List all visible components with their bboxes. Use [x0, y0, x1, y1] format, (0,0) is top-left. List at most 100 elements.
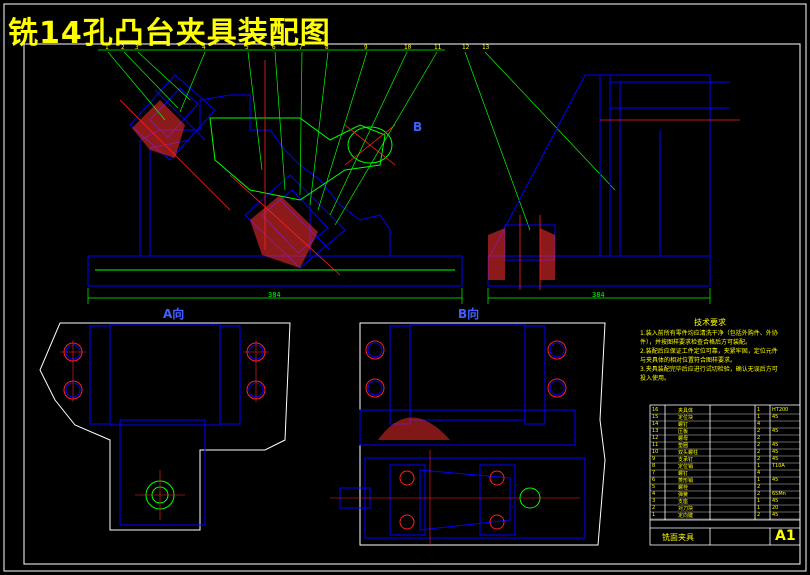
bom-cell: 14 [652, 421, 659, 427]
bom-cell: 2 [757, 428, 761, 434]
bom-cell: 13 [652, 428, 659, 434]
bom-cell: 45 [772, 428, 779, 434]
callout-number: 13 [482, 44, 490, 51]
bom-cell: 9 [652, 456, 656, 462]
bom-cell: 2 [757, 435, 761, 441]
bom-cell: 螺钉 [678, 471, 689, 477]
notes-heading: 技术要求 [694, 318, 726, 327]
bom-cell: 定位销 [678, 464, 694, 470]
bom-cell: 11 [652, 442, 659, 448]
callout-number: 4 [202, 44, 206, 51]
bom-cell: 8 [652, 463, 656, 469]
bom-cell: 2 [757, 442, 761, 448]
title-block-name: 铣面夹具 [662, 533, 694, 542]
dimension-side-width: 384 [592, 291, 605, 299]
bom-cell: 4 [757, 470, 761, 476]
bom-cell: 4 [757, 421, 761, 427]
bom-cell: 16 [652, 407, 659, 413]
bom-cell: 1 [757, 477, 761, 483]
title-block-lines [649, 404, 801, 546]
center-lines [119, 60, 396, 276]
bom-cell: 菱形销 [678, 478, 694, 484]
callout-number: 7 [299, 44, 303, 51]
side-dimension [487, 288, 711, 304]
note-2: 2.装配后应保证工件定位可靠，夹紧牢固，定位元件与夹具体的相对位置符合图样要求。 [640, 348, 778, 364]
callout-number: 6 [272, 44, 276, 51]
bom-cell: 45 [772, 414, 779, 420]
note-3: 3.夹具装配完毕后应进行试切检验，确认无误后方可投入使用。 [640, 366, 778, 382]
callout-number: 10 [404, 44, 412, 51]
bom-cell: 1 [757, 463, 761, 469]
bom-cell: 5 [652, 484, 656, 490]
bom-cell: 12 [652, 435, 659, 441]
bom-cell: 1 [757, 414, 761, 420]
bom-cell: 支座 [678, 499, 689, 505]
bom-cell: 螺钉 [678, 422, 689, 428]
bom-cell: 15 [652, 414, 659, 420]
bom-cell: 45 [772, 512, 779, 518]
bom-cell: 1 [652, 512, 656, 518]
view-b-label: B向 [458, 307, 480, 321]
callout-number: 8 [325, 44, 329, 51]
bom-cell: 螺母 [678, 436, 689, 442]
bom-cell: 弹簧 [678, 492, 689, 498]
bom-cell: 45 [772, 456, 779, 462]
workpiece-outline [209, 117, 393, 201]
bom-cell: 螺栓 [678, 485, 689, 491]
bom-cell: 对刀块 [678, 506, 694, 512]
bom-cell: 20 [772, 505, 779, 511]
callout-number: 1 [105, 44, 109, 51]
bom-cell: 7 [652, 470, 656, 476]
inner-border [23, 43, 801, 565]
technical-requirements: 技术要求 1.装入前所有零件均应清洗干净（包括外购件、外协件），并按图样要求检查… [640, 318, 780, 383]
note-1: 1.装入前所有零件均应清洗干净（包括外购件、外协件），并按图样要求检查合格后方可… [640, 330, 778, 346]
bom-cell: 45 [772, 449, 779, 455]
view-b-hatch [378, 417, 450, 440]
bom-cell: 2 [757, 484, 761, 490]
bom-cell: 2 [757, 449, 761, 455]
bom-cell: 2 [757, 456, 761, 462]
bom-cell: 10 [652, 449, 659, 455]
bom-cell: 夹具体 [678, 408, 694, 414]
bom-cell: 双头螺柱 [678, 450, 699, 456]
bom-cell: 45 [772, 498, 779, 504]
bom-cell: T10A [772, 463, 785, 469]
bom-cell: HT200 [772, 407, 789, 413]
bom-cell: 定位块 [678, 415, 694, 421]
bom-cell: 2 [757, 512, 761, 518]
view-a-label: A向 [163, 307, 185, 321]
callout-number: 11 [434, 44, 442, 51]
bom-cell: 定向键 [678, 513, 694, 519]
dimension-front-width: 384 [268, 291, 281, 299]
bom-cell: 2 [757, 491, 761, 497]
side-view [487, 74, 730, 287]
view-a-holes [63, 342, 266, 510]
callout-number: 12 [462, 44, 470, 51]
front-dimension [87, 288, 463, 304]
section-b-marker: B [413, 120, 423, 134]
outer-border [3, 3, 807, 572]
bom-cell: 1 [757, 498, 761, 504]
bom-cell: 65Mn [772, 491, 786, 497]
callout-number: 3 [135, 44, 139, 51]
bom-cell: 1 [757, 505, 761, 511]
callout-number: 2 [121, 44, 125, 51]
bom-cell: 45 [772, 477, 779, 483]
bom-cell: 垫圈 [678, 443, 689, 449]
hatched-part-lower [250, 195, 318, 268]
sheet-size: A1 [775, 528, 796, 544]
side-hatch [488, 228, 555, 280]
bom-cell: 6 [652, 477, 656, 483]
hatched-part-upper [132, 100, 185, 158]
bom-cell: 压板 [678, 429, 689, 435]
bom-row-lines [650, 413, 800, 520]
view-a [39, 322, 291, 531]
bom-cell: 4 [652, 491, 656, 497]
view-b [339, 322, 606, 546]
drawing-title: 铣14孔凸台夹具装配图 [8, 16, 331, 51]
callout-number: 9 [364, 44, 368, 51]
bom-cell: 支承钉 [678, 457, 694, 463]
bom-cell: 1 [757, 407, 761, 413]
